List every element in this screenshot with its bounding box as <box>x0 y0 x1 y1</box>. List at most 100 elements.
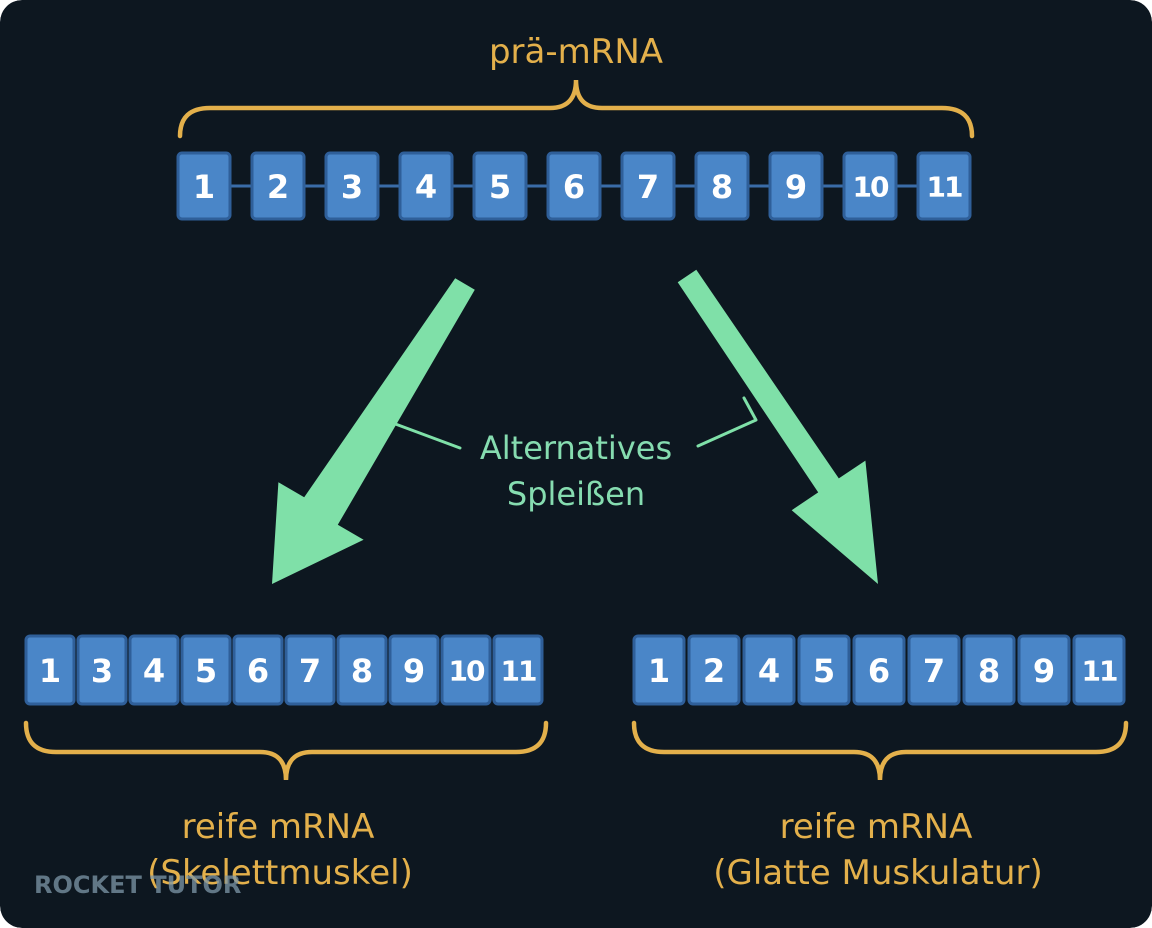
mature-left-exon-label: 8 <box>351 652 373 690</box>
pre-mrna-exon-8: 8 <box>694 151 750 221</box>
mature-left-exon-9: 9 <box>388 634 440 706</box>
pre-mrna-exon-3: 3 <box>324 151 380 221</box>
pre-mrna-exon-box <box>176 151 232 221</box>
pre-mrna-exon-label: 1 <box>193 168 215 206</box>
mature-left-exon-label: 11 <box>501 655 536 688</box>
mature-right-exon-1: 1 <box>632 634 686 706</box>
pre-mrna-exon-label: 8 <box>711 168 733 206</box>
mature-right-exon-box <box>962 634 1016 706</box>
mature-left-exon-label: 4 <box>143 652 165 690</box>
mature-right-exon-box <box>687 634 741 706</box>
mature-left-exon-4: 4 <box>128 634 180 706</box>
arrow-left-icon <box>272 278 475 584</box>
pre-mrna-exon-box <box>620 151 676 221</box>
mature-left-label-line2: (Skelettmuskel) <box>147 853 413 893</box>
mature-right-exon-label: 7 <box>923 652 945 690</box>
mature-left-exon-10: 10 <box>440 634 492 706</box>
splicing-label-line2: Spleißen <box>507 475 645 513</box>
pre-mrna-exon-10: 10 <box>842 151 898 221</box>
watermark-logo: ROCKET TUTOR <box>34 871 241 899</box>
mature-right-exon-label: 5 <box>813 652 835 690</box>
pre-mrna-exon-9: 9 <box>768 151 824 221</box>
mature-left-exon-box <box>76 634 128 706</box>
mature-right-exon-label: 11 <box>1082 655 1117 688</box>
pre-mrna-exon-box <box>250 151 306 221</box>
pre-mrna-exon-box <box>768 151 824 221</box>
mature-left-exon-label: 7 <box>299 652 321 690</box>
pre-mrna-exon-label: 9 <box>785 168 807 206</box>
mature-left-exon-8: 8 <box>336 634 388 706</box>
mature-right-exon-label: 1 <box>648 652 670 690</box>
mature-left-exon-1: 1 <box>24 634 76 706</box>
mature-right-exon-7: 7 <box>907 634 961 706</box>
mature-right-exon-label: 6 <box>868 652 890 690</box>
mature-left-exon-label: 1 <box>39 652 61 690</box>
mature-right-exon-label: 8 <box>978 652 1000 690</box>
pre-mrna-brace <box>177 79 975 139</box>
mature-right-exon-box <box>907 634 961 706</box>
pre-mrna-exon-11: 11 <box>916 151 972 221</box>
pre-mrna-exon-box <box>472 151 528 221</box>
mature-right-exon-5: 5 <box>797 634 851 706</box>
pre-mrna-exon-box <box>324 151 380 221</box>
arrow-right-icon <box>677 269 878 584</box>
pointer-right-icon <box>696 396 758 448</box>
pre-mrna-exon-box <box>842 151 898 221</box>
mature-right-exon-4: 4 <box>742 634 796 706</box>
mature-right-exon-label: 9 <box>1033 652 1055 690</box>
mature-right-exon-box <box>852 634 906 706</box>
pre-mrna-exon-box <box>916 151 972 221</box>
pre-mrna-exon-box <box>546 151 602 221</box>
mature-left-exon-box <box>336 634 388 706</box>
mature-left-exon-11: 11 <box>492 634 544 706</box>
mature-right-exon-8: 8 <box>962 634 1016 706</box>
mature-right-label-line1: reife mRNA <box>780 807 973 847</box>
mature-right-exon-label: 4 <box>758 652 780 690</box>
mature-left-brace <box>23 720 549 781</box>
pre-mrna-exon-label: 6 <box>563 168 585 206</box>
mature-left-label-line1: reife mRNA <box>182 807 375 847</box>
pre-mrna-exon-4: 4 <box>398 151 454 221</box>
mature-right-exon-box <box>1072 634 1126 706</box>
pre-mrna-exon-label: 3 <box>341 168 363 206</box>
splicing-label: Alternatives Spleißen <box>480 429 672 513</box>
pre-mrna-exon-5: 5 <box>472 151 528 221</box>
mature-left-exon-box <box>24 634 76 706</box>
mature-right-exon-box <box>742 634 796 706</box>
mature-right-exon-label: 2 <box>703 652 725 690</box>
mature-left-exon-7: 7 <box>284 634 336 706</box>
splicing-label-line1: Alternatives <box>480 429 672 467</box>
mature-left-exon-label: 9 <box>403 652 425 690</box>
mature-left-exon-box <box>180 634 232 706</box>
mature-left-exon-box <box>128 634 180 706</box>
pre-mrna-exon-label: 11 <box>927 171 962 204</box>
mature-right-exon-11: 11 <box>1072 634 1126 706</box>
mature-left-exon-label: 10 <box>449 655 485 688</box>
mature-left-exon-label: 6 <box>247 652 269 690</box>
pre-mrna-exon-2: 2 <box>250 151 306 221</box>
mature-right-exon-box <box>797 634 851 706</box>
pointer-left-icon <box>388 398 462 450</box>
mature-left-exon-box <box>284 634 336 706</box>
mature-right-exon-box <box>1017 634 1071 706</box>
pre-mrna-exon-label: 7 <box>637 168 659 206</box>
splicing-arrows <box>272 269 878 584</box>
mature-left-exon-box <box>492 634 544 706</box>
pre-mrna-exon-label: 5 <box>489 168 511 206</box>
pre-mrna-label: prä-mRNA <box>489 32 663 72</box>
mature-left-exon-label: 5 <box>195 652 217 690</box>
mature-right-label-line2: (Glatte Muskulatur) <box>713 853 1042 893</box>
mature-right-exon-9: 9 <box>1017 634 1071 706</box>
pre-mrna-exon-label: 10 <box>853 171 889 204</box>
pre-mrna-exon-label: 2 <box>267 168 289 206</box>
pre-mrna-exon-6: 6 <box>546 151 602 221</box>
mature-left-exon-box <box>440 634 492 706</box>
mature-right-exon-box <box>632 634 686 706</box>
mature-left-exon-3: 3 <box>76 634 128 706</box>
